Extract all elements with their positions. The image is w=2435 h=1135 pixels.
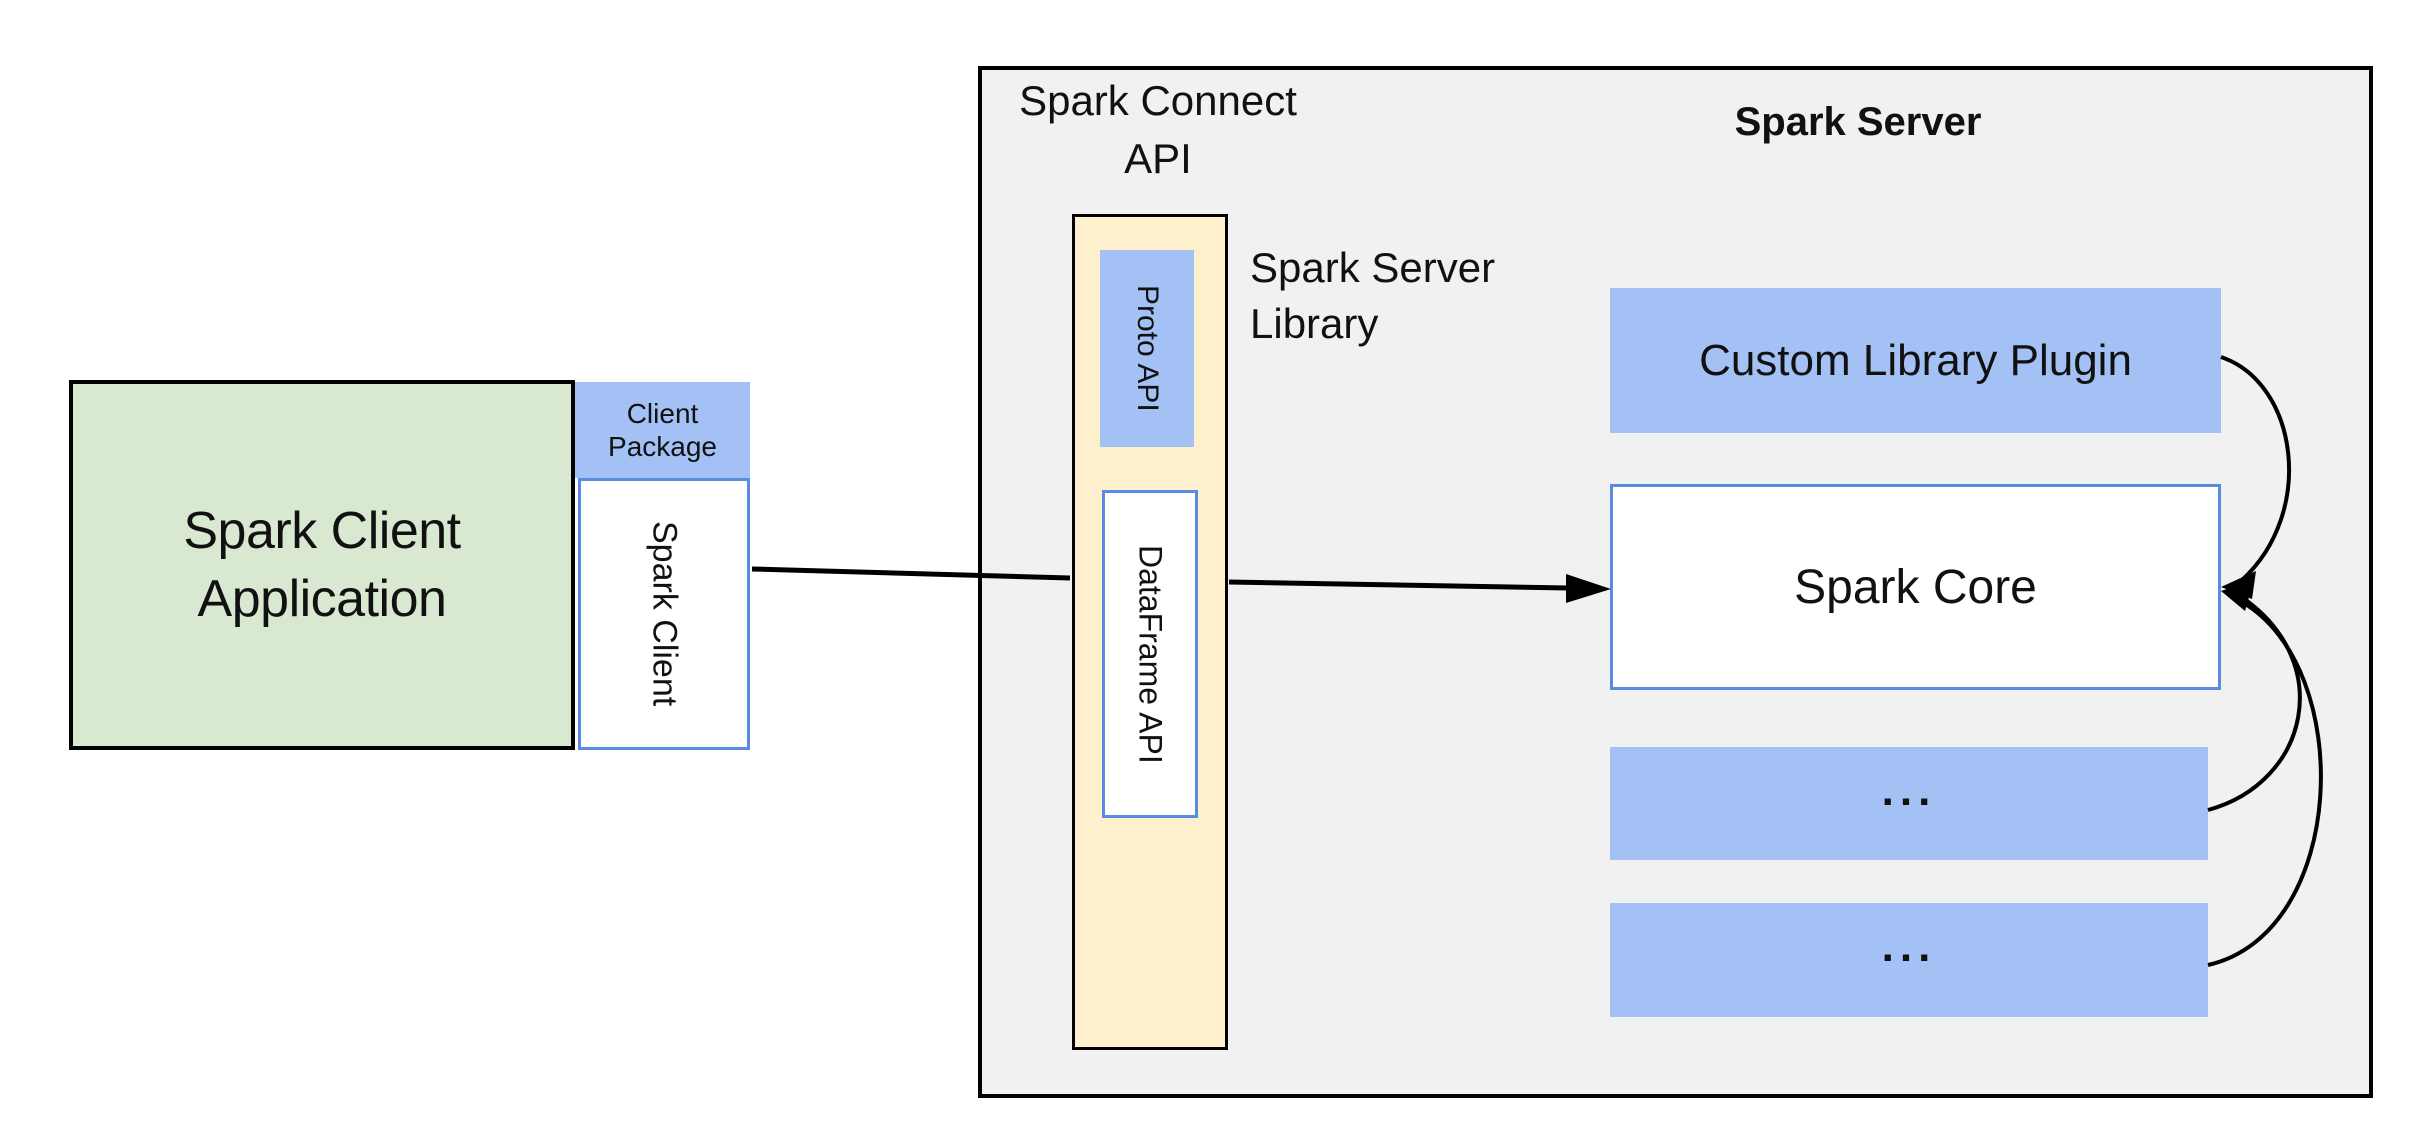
spark-connect-api-line1: Spark Connect [1019, 77, 1297, 124]
spark-server-heading: Spark Server [1734, 100, 1982, 144]
spark-client-box: Spark Client [578, 478, 750, 750]
client-package-label: Client Package [608, 397, 717, 463]
proto-api-label: Proto API [1131, 285, 1164, 412]
spark-client-application-line1: Spark Client [183, 502, 461, 560]
spark-client-application-line2: Application [197, 570, 447, 628]
spark-core-box: Spark Core [1610, 484, 2221, 690]
spark-core-label: Spark Core [1794, 560, 2037, 614]
proto-api-box: Proto API [1100, 250, 1194, 447]
plugin-placeholder-label-2: ... [1881, 922, 1937, 971]
client-package-line2: Package [608, 431, 717, 462]
dataframe-api-box: DataFrame API [1102, 490, 1198, 818]
plugin-placeholder-box-1: ... [1610, 747, 2208, 860]
spark-client-label: Spark Client [645, 521, 684, 707]
custom-library-plugin-label: Custom Library Plugin [1699, 335, 2132, 385]
plugin-placeholder-box-2: ... [1610, 903, 2208, 1017]
spark-connect-api-heading: Spark Connect API [958, 72, 1358, 188]
spark-server-library-line2: Library [1250, 300, 1379, 347]
plugin-placeholder-label-1: ... [1881, 765, 1937, 815]
spark-connect-api-line2: API [1124, 135, 1192, 182]
client-package-box: Client Package [575, 382, 750, 478]
spark-server-library-heading: Spark Server Library [1250, 240, 1590, 352]
spark-client-application-box: Spark Client Application [69, 380, 575, 750]
custom-library-plugin-box: Custom Library Plugin [1610, 288, 2221, 433]
spark-client-application-label: Spark Client Application [183, 497, 461, 633]
client-package-line1: Client [626, 398, 699, 429]
spark-server-library-line1: Spark Server [1250, 244, 1496, 291]
dataframe-api-label: DataFrame API [1132, 544, 1169, 764]
